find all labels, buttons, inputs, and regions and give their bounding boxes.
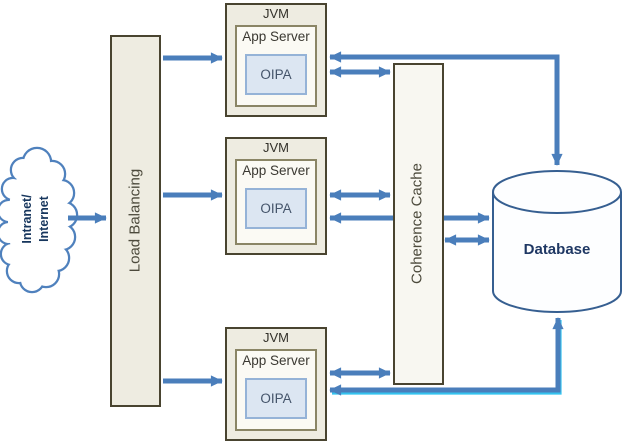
app-server-label: App Server: [242, 353, 310, 368]
jvm-title: JVM: [263, 6, 289, 21]
app-server-label: App Server: [242, 163, 310, 178]
jvm-title: JVM: [263, 140, 289, 155]
selection-glow-line: [332, 320, 562, 395]
app-server-box: App Server OIPA: [235, 159, 317, 245]
jvm-node-2: JVM App Server OIPA: [225, 137, 327, 255]
database-cylinder-shape: [492, 170, 622, 313]
oipa-box: OIPA: [245, 378, 307, 419]
arrow-jvm3-to-database-elbow: [329, 317, 564, 396]
jvm-node-3: JVM App Server OIPA: [225, 327, 327, 441]
app-server-box: App Server OIPA: [235, 25, 317, 107]
oipa-box: OIPA: [245, 188, 307, 229]
app-server-label: App Server: [242, 29, 310, 44]
jvm-title: JVM: [263, 330, 289, 345]
oipa-box: OIPA: [245, 54, 307, 95]
jvm-node-1: JVM App Server OIPA: [225, 3, 327, 117]
coherence-cache-box: [393, 63, 444, 385]
internet-cloud-shape: [0, 146, 79, 294]
app-server-box: App Server OIPA: [235, 349, 317, 431]
load-balancer-box: [110, 35, 161, 407]
arrow-jvm1-to-database-elbow: [329, 51, 563, 166]
